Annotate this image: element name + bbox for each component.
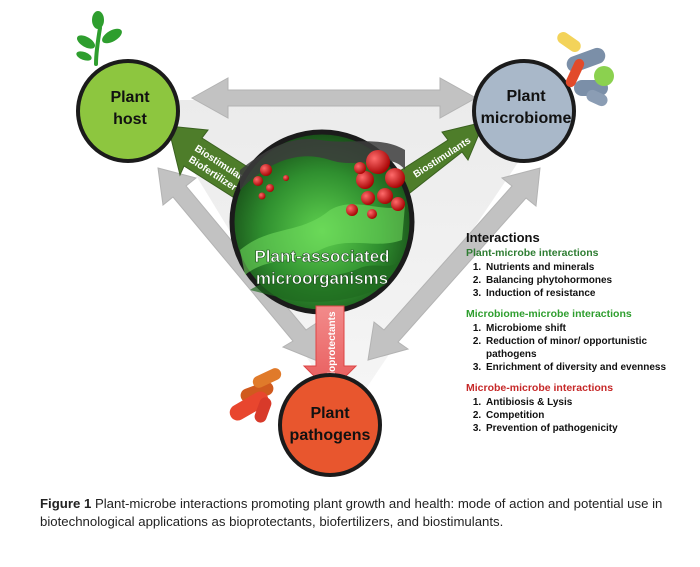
legend-item: Nutrients and minerals <box>484 261 696 274</box>
legend-item: Antibiosis & Lysis <box>484 396 696 409</box>
center-label-line1: Plant-associated <box>254 247 389 266</box>
gray-arrow-right <box>367 167 541 361</box>
center-label-line2: microorganisms <box>256 269 388 288</box>
microbe-balls <box>253 150 405 219</box>
plant-microbiome-label-line1: Plant <box>506 88 546 105</box>
plant-microbiome-node: Plant microbiome <box>472 59 576 163</box>
legend-title: Interactions <box>466 230 540 245</box>
plant-host-label-line1: Plant <box>110 89 150 106</box>
figure-label: Figure 1 <box>40 496 92 511</box>
figure-caption: Figure 1 Plant-microbe interactions prom… <box>40 495 670 531</box>
figure-caption-text: Plant-microbe interactions promoting pla… <box>40 496 663 529</box>
plant-pathogens-label-line1: Plant <box>310 405 350 422</box>
legend-group-title: Microbiome-microbe interactions <box>466 308 632 320</box>
green-arrow-right <box>391 121 485 197</box>
plant-host-node: Plant host <box>76 59 180 163</box>
interactions-legend: Interactions Plant-microbe interactions … <box>466 230 696 443</box>
legend-item: Competition <box>484 409 696 422</box>
pathogen-cluster-icon <box>229 368 282 423</box>
legend-group-plant-microbe: Plant-microbe interactions Nutrients and… <box>466 247 696 300</box>
legend-item: Microbiome shift <box>484 322 696 335</box>
sprout-icon <box>76 11 122 66</box>
plant-host-label-line2: host <box>113 111 147 128</box>
interaction-diagram: Biostimulants/ Biofertilizers Biostimula… <box>76 11 614 477</box>
plant-pathogens-node: Plant pathogens <box>278 373 382 477</box>
legend-item: Induction of resistance <box>484 287 696 300</box>
legend-item: Balancing phytohormones <box>484 274 696 287</box>
legend-item: Reduction of minor/ opportunistic pathog… <box>484 335 696 361</box>
legend-group-title: Plant-microbe interactions <box>466 247 599 259</box>
microbe-cluster-icon <box>557 31 614 107</box>
center-microorganisms-circle: Plant-associated microorganisms <box>229 129 415 315</box>
arrow-label-bioprotectants: Bioprotectants <box>327 311 338 382</box>
plant-pathogens-label-line2: pathogens <box>290 427 371 444</box>
legend-item: Enrichment of diversity and evenness <box>484 361 696 374</box>
legend-item: Prevention of pathogenicity <box>484 422 696 435</box>
legend-group-title: Microbe-microbe interactions <box>466 382 614 394</box>
plant-microbiome-label-line2: microbiome <box>481 110 572 127</box>
legend-group-microbe-microbe: Microbe-microbe interactions Antibiosis … <box>466 382 696 435</box>
legend-group-microbiome-microbe: Microbiome-microbe interactions Microbio… <box>466 308 696 374</box>
